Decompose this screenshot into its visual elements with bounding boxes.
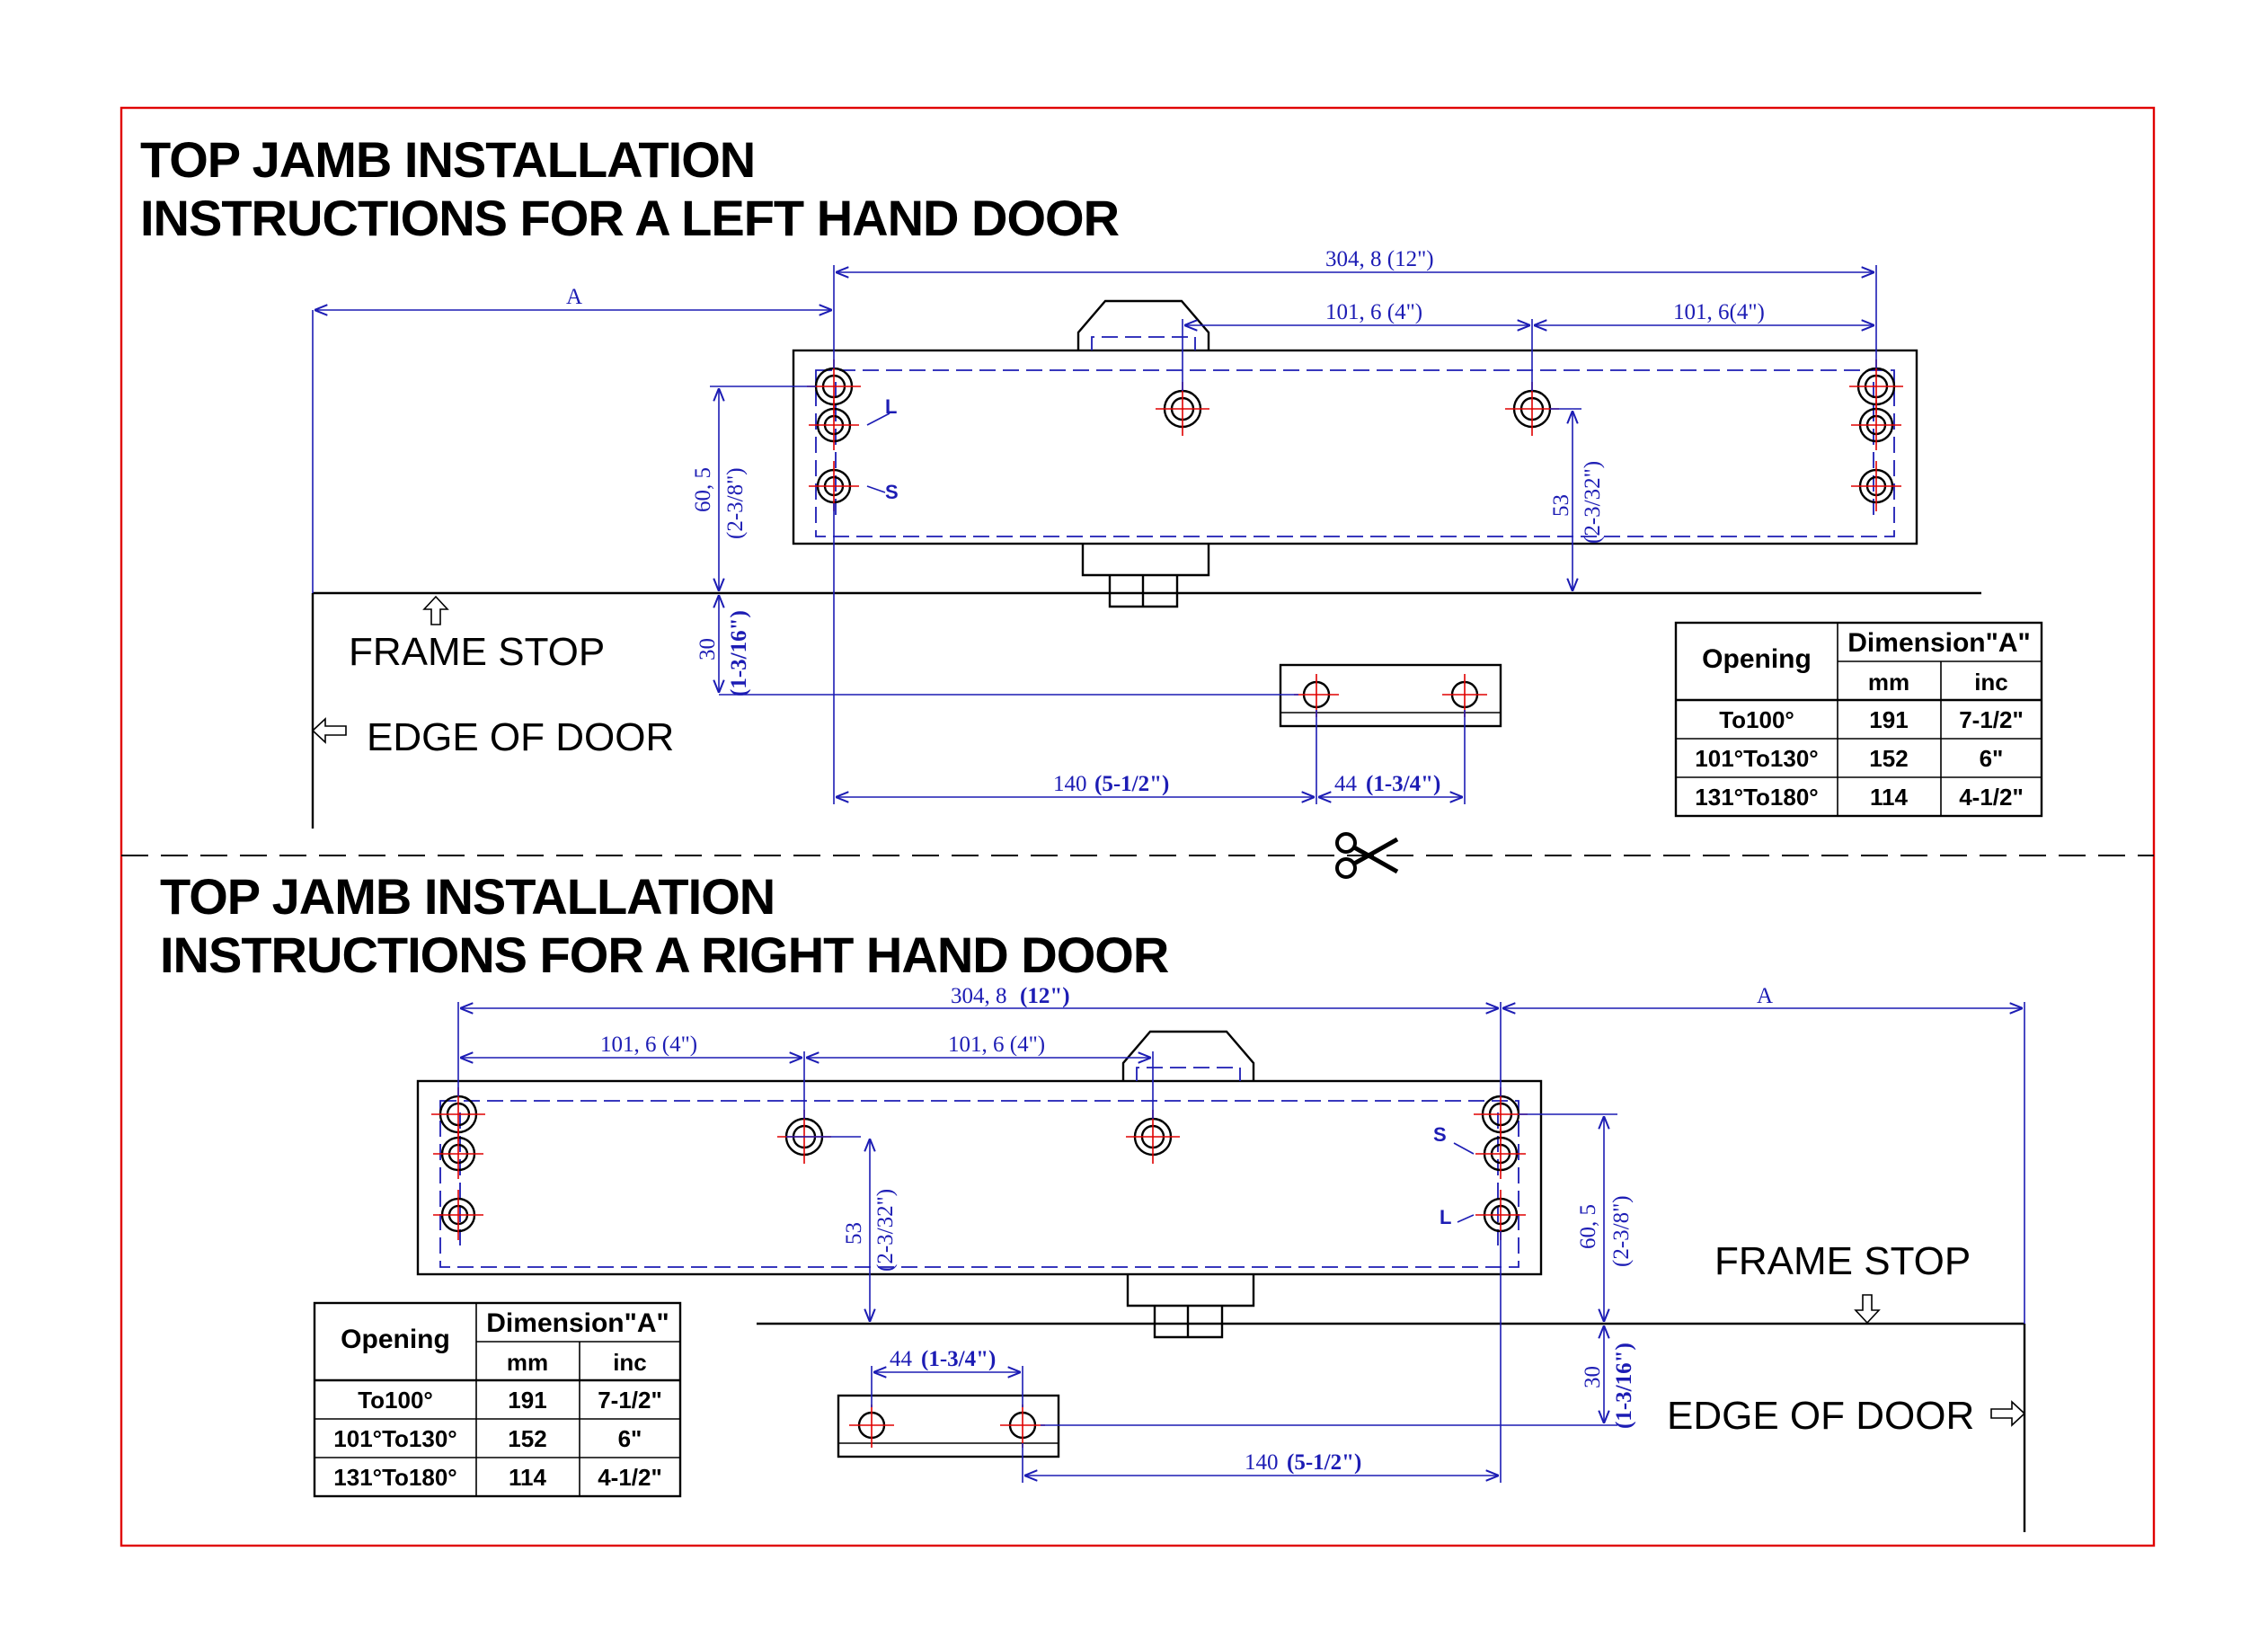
right-dim-44-inch: (1-3/4") [921, 1347, 996, 1371]
table-cell-mm: 152 [508, 1425, 546, 1452]
right-dim-53-inch: (2-3/32") [873, 1189, 898, 1272]
table-cell-inc: 6" [1980, 745, 2004, 772]
left-mark-l: L [885, 395, 897, 418]
right-dim-30-inch: (1-3/16") [1612, 1343, 1636, 1429]
right-closer-body [416, 1030, 1543, 1339]
right-dim-53: 53 [842, 1222, 866, 1245]
right-dim-total: 304, 8 [951, 984, 1007, 1008]
right-dim-a: A [1757, 984, 1773, 1008]
table-cell-inc: 4-1/2" [598, 1464, 662, 1491]
scissors-icon [1335, 832, 1399, 879]
table-cell-opening: 131°To180° [1695, 784, 1818, 811]
table-cell-inc: 4-1/2" [1959, 784, 2024, 811]
table-cell-mm: 191 [508, 1387, 546, 1414]
left-dim-total: 304, 8 (12") [1325, 247, 1434, 271]
right-dimension-table: Opening Dimension"A" mm inc To100° 191 7… [313, 1301, 682, 1498]
table-header-inc: inc [613, 1349, 647, 1376]
left-arm-shoe [1279, 663, 1502, 728]
table-header-dimension: Dimension"A" [1847, 628, 2030, 658]
left-dim-140-inch: (5-1/2") [1094, 772, 1169, 796]
left-dim-hole-spacing-2: 101, 6(4") [1673, 300, 1765, 324]
right-dim-30: 30 [1581, 1366, 1605, 1388]
table-cell-mm: 191 [1869, 706, 1908, 733]
left-dim-140: 140 [1053, 772, 1087, 796]
left-mount-hole-3 [809, 461, 859, 511]
left-dim-53: 53 [1549, 494, 1573, 517]
right-frame-stop-label: FRAME STOP [1714, 1239, 1971, 1283]
table-header-opening: Opening [341, 1325, 450, 1354]
sheet-border [120, 106, 2156, 1547]
left-mount-hole-8 [1851, 461, 1901, 511]
right-dim-hole-spacing-1: 101, 6 (4") [600, 1033, 697, 1057]
left-frame-stop-label: FRAME STOP [349, 630, 605, 674]
right-mark-l: L [1440, 1206, 1451, 1228]
left-dimension-table: Opening Dimension"A" mm inc To100° 191 7… [1674, 621, 2043, 818]
left-dim-44: 44 [1334, 772, 1358, 796]
arrow-icon [1990, 1400, 2026, 1427]
table-cell-opening: 131°To180° [333, 1464, 456, 1491]
left-dim-30: 30 [695, 638, 720, 660]
table-cell-inc: 6" [618, 1425, 642, 1452]
table-header-opening: Opening [1702, 644, 1812, 674]
left-dim-44-inch: (1-3/4") [1366, 772, 1440, 796]
right-dim-44: 44 [890, 1347, 913, 1371]
table-cell-mm: 114 [1870, 784, 1908, 811]
right-hand-section: TOP JAMB INSTALLATION INSTRUCTIONS FOR A… [160, 868, 2026, 1532]
left-dim-60-5-inch: (2-3/8") [723, 467, 748, 539]
left-mark-s: S [885, 481, 899, 503]
right-mark-s: S [1433, 1123, 1447, 1146]
table-header-mm: mm [1868, 669, 1909, 696]
right-mount-hole-3 [433, 1190, 483, 1240]
right-dim-hole-spacing-2: 101, 6 (4") [948, 1033, 1045, 1057]
table-cell-mm: 152 [1869, 745, 1908, 772]
table-header-dimension: Dimension"A" [486, 1308, 669, 1338]
left-closer-body [792, 299, 1918, 608]
left-title-line1: TOP JAMB INSTALLATION [140, 131, 755, 188]
table-header-mm: mm [507, 1349, 548, 1376]
table-cell-inc: 7-1/2" [1959, 706, 2024, 733]
left-mount-hole-2 [809, 400, 859, 450]
left-edge-of-door-label: EDGE OF DOOR [367, 715, 674, 759]
left-mount-hole-7 [1851, 400, 1901, 450]
right-dim-60-5-inch: (2-3/8") [1609, 1195, 1634, 1267]
arrow-icon [422, 595, 449, 625]
left-title-line2: INSTRUCTIONS FOR A LEFT HAND DOOR [140, 190, 1120, 246]
right-title-line1: TOP JAMB INSTALLATION [160, 868, 775, 925]
right-dim-140-inch: (5-1/2") [1287, 1450, 1361, 1475]
table-cell-opening: To100° [358, 1387, 433, 1414]
table-cell-opening: To100° [1719, 706, 1794, 733]
left-hand-section: TOP JAMB INSTALLATION INSTRUCTIONS FOR A… [140, 131, 2043, 829]
table-cell-opening: 101°To130° [1695, 745, 1818, 772]
left-dim-hole-spacing-1: 101, 6 (4") [1325, 300, 1422, 324]
arrow-icon [1854, 1294, 1881, 1325]
right-arm-shoe [837, 1394, 1060, 1458]
left-dim-60-5: 60, 5 [691, 467, 715, 512]
right-edge-of-door-label: EDGE OF DOOR [1667, 1394, 1974, 1438]
left-dim-53-inch: (2-3/32") [1581, 461, 1605, 544]
right-dim-60-5: 60, 5 [1576, 1204, 1600, 1249]
right-mount-hole-7 [1475, 1129, 1526, 1179]
right-dim-140: 140 [1245, 1450, 1279, 1475]
table-cell-opening: 101°To130° [333, 1425, 456, 1452]
left-dim-30-inch: (1-3/16") [727, 610, 751, 696]
right-dim-total-inch: (12") [1020, 984, 1070, 1008]
table-cell-mm: 114 [509, 1464, 546, 1491]
left-dim-a: A [566, 285, 582, 309]
table-header-inc: inc [1974, 669, 2008, 696]
arrow-icon [311, 717, 347, 744]
table-cell-inc: 7-1/2" [598, 1387, 662, 1414]
right-title-line2: INSTRUCTIONS FOR A RIGHT HAND DOOR [160, 926, 1169, 983]
right-mount-hole-2 [433, 1129, 483, 1179]
